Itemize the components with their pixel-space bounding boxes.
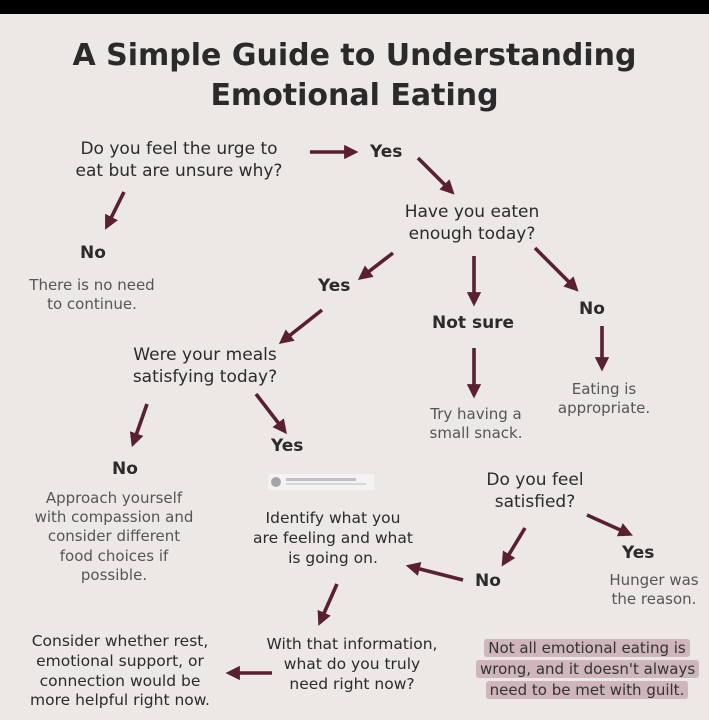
callout-line: need to be met with guilt. <box>485 681 689 699</box>
note-line: Try having a <box>430 405 522 423</box>
callout-emotional-eating: Not all emotional eating is wrong, and i… <box>476 638 700 701</box>
callout-line: wrong, and it doesn't always <box>476 660 700 678</box>
attribution-avatar <box>268 474 374 490</box>
arrow-q1-no <box>105 191 126 230</box>
arrow-q2-yes <box>357 251 395 280</box>
note-line: possible. <box>80 565 148 584</box>
answer-yes-3: Yes <box>271 436 304 456</box>
answer-no-2: No <box>579 299 605 319</box>
question-line: satisfying today? <box>132 366 278 387</box>
question-feel-satisfied: Do you feel satisfied? <box>470 470 600 514</box>
step-line: more helpful right now. <box>30 691 210 710</box>
question-line: satisfied? <box>494 491 576 512</box>
top-black-bar <box>0 0 709 14</box>
note-line: There is no need <box>29 276 155 294</box>
answer-not-sure: Not sure <box>432 313 515 333</box>
step-line: what do you truly <box>283 654 421 673</box>
note-eating-appropriate: Eating is appropriate. <box>548 380 660 418</box>
question-urge-to-eat: Do you feel the urge to eat but are unsu… <box>64 139 294 183</box>
question-line: Have you eaten <box>404 202 540 222</box>
note-line: consider different <box>47 527 181 546</box>
arrow-no4-identify <box>405 561 464 582</box>
arrow-yes1-q2 <box>416 156 455 195</box>
note-line: the reason. <box>611 590 697 609</box>
question-line: enough today? <box>408 223 536 244</box>
callout-line: Not all emotional eating is <box>484 639 690 657</box>
step-line: is going on. <box>288 548 378 567</box>
step-line: connection would be <box>39 671 201 690</box>
page-title: A Simple Guide to Understanding Emotiona… <box>0 36 709 116</box>
step-line: Consider whether rest, <box>31 632 209 650</box>
arrow-identify-need <box>317 583 339 626</box>
step-line: need right now? <box>289 674 415 693</box>
step-identify-feelings: Identify what you are feeling and what i… <box>240 509 426 568</box>
note-line: to continue. <box>47 295 137 314</box>
answer-yes-2: Yes <box>318 276 351 296</box>
step-line: are feeling and what <box>253 528 413 547</box>
arrow-q4-no <box>501 527 527 567</box>
step-line: With that information, <box>266 635 438 653</box>
arrow-q2-no <box>533 246 579 292</box>
note-compassion: Approach yourself with compassion and co… <box>26 489 202 585</box>
step-line: Identify what you <box>265 509 401 527</box>
answer-no-1: No <box>80 243 106 263</box>
question-line: eat but are unsure why? <box>75 160 283 181</box>
arrow-q3-no <box>129 403 149 448</box>
note-line: Hunger was <box>609 571 699 589</box>
note-no-need: There is no need to continue. <box>16 276 168 314</box>
note-line: with compassion and <box>34 508 194 527</box>
note-line: appropriate. <box>557 399 651 418</box>
step-line: emotional support, or <box>36 651 204 670</box>
arrow-q4-yes <box>586 513 633 537</box>
answer-yes-1: Yes <box>370 142 403 162</box>
arrow-q3-yes <box>254 392 287 435</box>
title-line-1: A Simple Guide to Understanding <box>72 38 637 73</box>
answer-no-4: No <box>475 571 501 591</box>
note-hunger-reason: Hunger was the reason. <box>600 571 708 609</box>
answer-no-3: No <box>112 459 138 479</box>
step-what-you-need: With that information, what do you truly… <box>252 635 452 694</box>
note-line: small snack. <box>429 424 523 443</box>
step-consider-alternatives: Consider whether rest, emotional support… <box>14 632 226 711</box>
question-line: Do you feel the urge to <box>80 139 278 159</box>
answer-yes-4: Yes <box>622 543 655 563</box>
arrow-yes2-q3 <box>278 308 324 345</box>
note-line: Eating is <box>571 380 637 398</box>
question-line: Do you feel <box>486 470 584 490</box>
question-meals-satisfying: Were your meals satisfying today? <box>110 345 300 389</box>
note-line: Approach yourself <box>45 489 183 507</box>
avatar-icon <box>271 477 281 487</box>
note-line: food choices if <box>59 546 169 565</box>
question-line: Were your meals <box>133 345 277 365</box>
title-line-2: Emotional Eating <box>210 78 499 113</box>
question-eaten-enough: Have you eaten enough today? <box>372 202 572 246</box>
note-try-snack: Try having a small snack. <box>420 405 532 443</box>
